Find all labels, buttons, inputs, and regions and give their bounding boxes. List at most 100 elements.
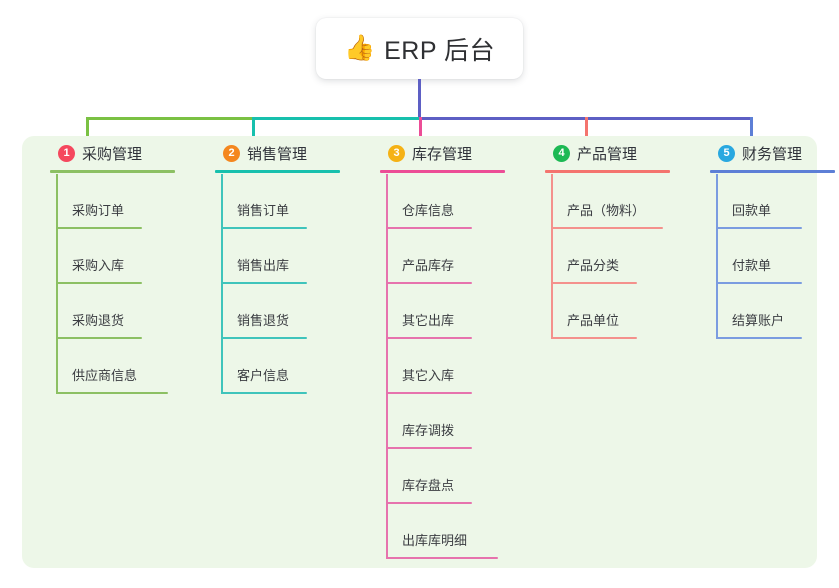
leaf-item[interactable]: 采购订单 [40, 174, 205, 229]
leaf-item-underline [221, 227, 307, 229]
leaf-item[interactable]: 出库库明细 [370, 504, 535, 559]
root-node[interactable]: 👍 ERP 后台 [316, 18, 523, 79]
leaf-item-underline [551, 282, 637, 284]
leaf-item-underline [386, 557, 498, 559]
leaf-item-label: 仓库信息 [402, 203, 455, 218]
leaf-item-underline [56, 282, 142, 284]
leaf-item-label: 结算账户 [732, 313, 785, 328]
column-header-5[interactable]: 5 财务管理 [700, 136, 839, 173]
column-number-badge: 4 [553, 144, 570, 162]
column-number-badge: 3 [388, 144, 405, 162]
leaf-item-underline [221, 337, 307, 339]
column-header-2[interactable]: 2 销售管理 [205, 136, 370, 173]
column-header-underline [380, 170, 505, 173]
leaf-item-label: 采购订单 [72, 203, 125, 218]
leaf-item[interactable]: 销售退货 [205, 284, 370, 339]
connector-drop-3 [419, 117, 422, 150]
leaf-item[interactable]: 产品库存 [370, 229, 535, 284]
leaf-item-label: 采购退货 [72, 313, 125, 328]
leaf-item[interactable]: 回款单 [700, 174, 839, 229]
leaf-item-underline [716, 337, 802, 339]
root-title: ERP 后台 [384, 36, 496, 65]
leaf-item-underline [386, 337, 472, 339]
leaf-item[interactable]: 采购入库 [40, 229, 205, 284]
leaf-item-label: 采购入库 [72, 258, 125, 273]
leaf-item[interactable]: 采购退货 [40, 284, 205, 339]
column-title: 采购管理 [82, 145, 143, 163]
leaf-item-label: 库存调拨 [402, 423, 455, 438]
leaf-item-label: 产品库存 [402, 258, 455, 273]
leaf-item[interactable]: 产品单位 [535, 284, 700, 339]
connector-bar-segment-1 [86, 117, 254, 120]
column-items: 回款单付款单结算账户 [700, 174, 839, 339]
leaf-item[interactable]: 其它出库 [370, 284, 535, 339]
column-title: 销售管理 [247, 145, 308, 163]
leaf-item-underline [386, 502, 472, 504]
leaf-item-label: 销售订单 [237, 203, 290, 218]
leaf-item-label: 付款单 [732, 258, 772, 273]
column-header-underline [50, 170, 175, 173]
leaf-item-underline [56, 227, 142, 229]
leaf-item[interactable]: 销售订单 [205, 174, 370, 229]
leaf-item-underline [56, 392, 168, 394]
leaf-item-underline [716, 282, 802, 284]
leaf-item[interactable]: 付款单 [700, 229, 839, 284]
leaf-item-label: 产品（物料） [567, 203, 646, 218]
leaf-item-label: 产品分类 [567, 258, 620, 273]
column-header-4[interactable]: 4 产品管理 [535, 136, 700, 173]
column-4: 4 产品管理产品（物料） 产品分类产品单位 [535, 136, 700, 339]
leaf-item-underline [221, 282, 307, 284]
column-5: 5 财务管理回款单付款单结算账户 [700, 136, 839, 339]
column-header-underline [545, 170, 670, 173]
leaf-item[interactable]: 结算账户 [700, 284, 839, 339]
column-spine [221, 174, 223, 394]
leaf-item-underline [386, 227, 472, 229]
leaf-item-underline [386, 392, 472, 394]
column-header-underline [710, 170, 835, 173]
connector-drop-1 [86, 117, 89, 150]
connector-trunk [418, 79, 421, 117]
leaf-item[interactable]: 其它入库 [370, 339, 535, 394]
column-spine [56, 174, 58, 394]
connector-bar-segment-2 [252, 117, 421, 120]
leaf-item[interactable]: 供应商信息 [40, 339, 205, 394]
connector-drop-5 [750, 117, 753, 150]
leaf-item-label: 产品单位 [567, 313, 620, 328]
column-items: 销售订单销售出库销售退货客户信息 [205, 174, 370, 394]
connector-drop-4 [585, 117, 588, 150]
column-number-badge: 5 [718, 144, 735, 162]
column-header-underline [215, 170, 340, 173]
column-number-badge: 2 [223, 144, 240, 162]
leaf-item-underline [551, 227, 663, 229]
leaf-item-label: 回款单 [732, 203, 772, 218]
column-items: 仓库信息产品库存其它出库其它入库库存调拨库存盘点出库库明细 [370, 174, 535, 559]
column-spine [551, 174, 553, 339]
leaf-item-label: 库存盘点 [402, 478, 455, 493]
leaf-item-underline [551, 337, 637, 339]
leaf-item[interactable]: 产品（物料） [535, 174, 700, 229]
connector-drop-2 [252, 117, 255, 150]
leaf-item-underline [386, 447, 472, 449]
thumbs-up-icon: 👍 [343, 34, 376, 62]
leaf-item[interactable]: 客户信息 [205, 339, 370, 394]
leaf-item[interactable]: 仓库信息 [370, 174, 535, 229]
leaf-item[interactable]: 产品分类 [535, 229, 700, 284]
column-title: 财务管理 [742, 145, 803, 163]
leaf-item-underline [386, 282, 472, 284]
leaf-item[interactable]: 销售出库 [205, 229, 370, 284]
leaf-item-label: 供应商信息 [72, 368, 138, 383]
leaf-item-label: 其它入库 [402, 368, 455, 383]
leaf-item-underline [221, 392, 307, 394]
column-spine [386, 174, 388, 559]
leaf-item-label: 出库库明细 [402, 533, 468, 548]
leaf-item-label: 其它出库 [402, 313, 455, 328]
column-items: 产品（物料） 产品分类产品单位 [535, 174, 700, 339]
leaf-item-label: 销售退货 [237, 313, 290, 328]
leaf-item[interactable]: 库存盘点 [370, 449, 535, 504]
leaf-item[interactable]: 库存调拨 [370, 394, 535, 449]
column-title: 产品管理 [577, 145, 638, 163]
